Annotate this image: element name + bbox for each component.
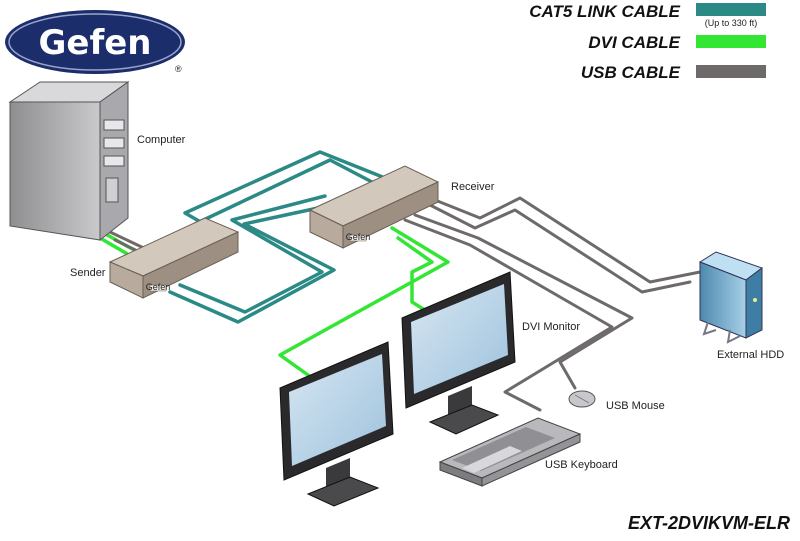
receiver-badge-text: Gefen (346, 232, 371, 242)
usb-cable-keyboard (403, 218, 614, 412)
cable-legend: CAT5 LINK CABLE (Up to 330 ft) DVI CABLE… (529, 2, 766, 82)
computer-tower (8, 81, 130, 242)
logo-ring (8, 13, 182, 71)
external-hdd-label: External HDD (717, 349, 784, 361)
monitor-right-base (428, 404, 500, 435)
monitor-left-base (306, 476, 380, 507)
legend-dvi-swatch (696, 35, 766, 48)
sender-unit: Gefen (108, 217, 240, 299)
receiver-side (309, 209, 344, 249)
sender-label: Sender (70, 267, 106, 279)
computer-label: Computer (137, 134, 186, 146)
monitor-right-screen (411, 284, 508, 394)
external-hdd (698, 251, 764, 344)
cat5-cable-b-inner (168, 206, 336, 324)
registered-mark: ® (175, 64, 182, 74)
usb-keyboard (438, 417, 582, 487)
logo-text: Gefen (38, 23, 151, 63)
legend-usb-swatch (696, 65, 766, 78)
legend-cat5-label: CAT5 LINK CABLE (529, 2, 680, 21)
drive-bay-3 (103, 155, 125, 167)
keyboard-spacebar (462, 446, 522, 473)
cat5-cable-b (178, 194, 327, 314)
keyboard-side (481, 433, 581, 487)
hdd-stand (702, 321, 741, 344)
usb-cable-hdd (428, 196, 702, 284)
model-number: EXT-2DVIKVM-ELR (628, 513, 790, 533)
hdd-led (753, 298, 757, 302)
power-panel (105, 177, 119, 203)
receiver-label: Receiver (451, 181, 495, 193)
usb-mouse-label: USB Mouse (606, 400, 665, 412)
gefen-logo: Gefen ® (5, 10, 185, 74)
legend-dvi-label: DVI CABLE (588, 33, 680, 52)
usb-keyboard-label: USB Keyboard (545, 459, 618, 471)
hdd-side (699, 261, 747, 339)
monitor-left-screen (289, 354, 386, 466)
usb-mouse (568, 390, 596, 408)
drive-bay-2 (103, 137, 125, 149)
dvi-cable-monitor-right (396, 236, 434, 314)
mouse-seam (574, 394, 590, 404)
dvi-monitor-right (401, 271, 516, 435)
drive-bay-1 (103, 119, 125, 131)
legend-usb-label: USB CABLE (581, 63, 681, 82)
tower-side (9, 101, 101, 241)
dvi-cable-monitor-left (278, 226, 450, 382)
sender-badge (149, 284, 167, 292)
sender-side (109, 261, 144, 299)
usb-cable-hdd-2 (428, 203, 692, 294)
dvi-monitor-left (279, 341, 394, 507)
usb-cable-mouse (413, 213, 634, 390)
receiver-unit: Gefen (308, 165, 440, 249)
hdd-front (745, 267, 763, 339)
logo-oval (5, 10, 185, 74)
legend-cat5-swatch (696, 3, 766, 16)
legend-cat5-note: (Up to 330 ft) (705, 18, 758, 28)
sender-badge-text: Gefen (146, 282, 171, 292)
receiver-badge (349, 234, 367, 242)
dvi-monitor-label: DVI Monitor (522, 321, 580, 333)
